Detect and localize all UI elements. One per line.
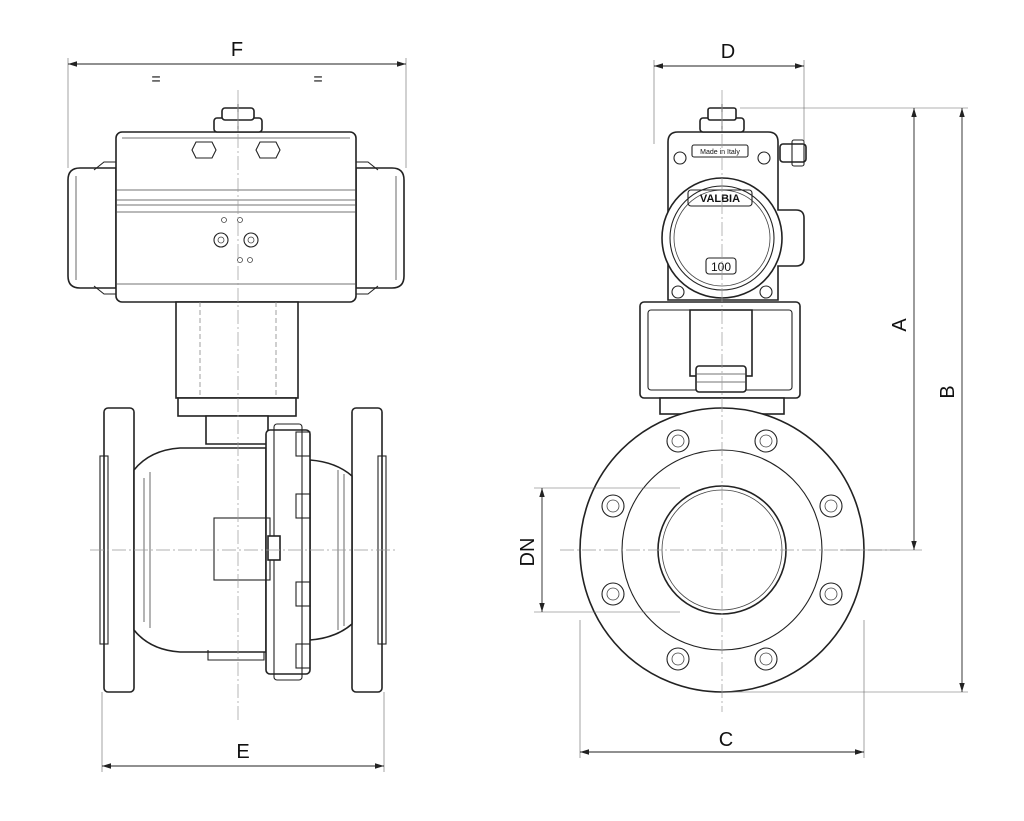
- dimension-b: B: [722, 107, 968, 693]
- bolt-hole: [666, 647, 690, 671]
- dimension-a-label: A: [889, 318, 911, 332]
- dimension-d-label: D: [721, 41, 735, 63]
- dimension-a: A: [740, 107, 922, 551]
- actuator-body: [115, 131, 357, 303]
- dimension-f-label: F: [231, 39, 243, 61]
- dimension-d: D: [653, 41, 805, 144]
- mounting-bracket-front: [175, 301, 299, 417]
- bolt-hole: [754, 429, 778, 453]
- dimension-e-label: E: [236, 741, 249, 763]
- front-view: F = = E: [67, 39, 407, 772]
- equal-mark-left: =: [151, 71, 160, 88]
- bolt-hole: [666, 429, 690, 453]
- dimension-dn-label: DN: [517, 538, 539, 567]
- bolt-hole: [754, 647, 778, 671]
- made-in-italy-text: Made in Italy: [700, 149, 740, 156]
- brand-logo-text: VALBIA: [700, 193, 740, 205]
- valve-neck: [205, 415, 269, 445]
- dimension-b-label: B: [937, 385, 959, 398]
- valve-body-front: [133, 423, 353, 681]
- side-view: Made in Italy VALBIA 100: [517, 41, 968, 758]
- bolt-hole: [819, 582, 843, 606]
- mounting-bracket-side: [639, 301, 801, 415]
- bolt-hole: [819, 494, 843, 518]
- dimension-dn: DN: [517, 487, 680, 613]
- dimension-f: F = =: [67, 39, 407, 168]
- bolt-hole: [601, 494, 625, 518]
- actuator-side: Made in Italy VALBIA 100: [661, 131, 807, 301]
- bolt-holes: [601, 429, 843, 671]
- bolt-hole: [601, 582, 625, 606]
- dimension-e: E: [101, 692, 385, 772]
- size-badge-text: 100: [711, 260, 731, 274]
- equal-mark-right: =: [313, 71, 322, 88]
- actuator-end-cap-right: [355, 161, 405, 295]
- dimension-c: C: [579, 620, 865, 758]
- dimension-c-label: C: [719, 729, 733, 751]
- actuator-end-cap-left: [67, 161, 117, 295]
